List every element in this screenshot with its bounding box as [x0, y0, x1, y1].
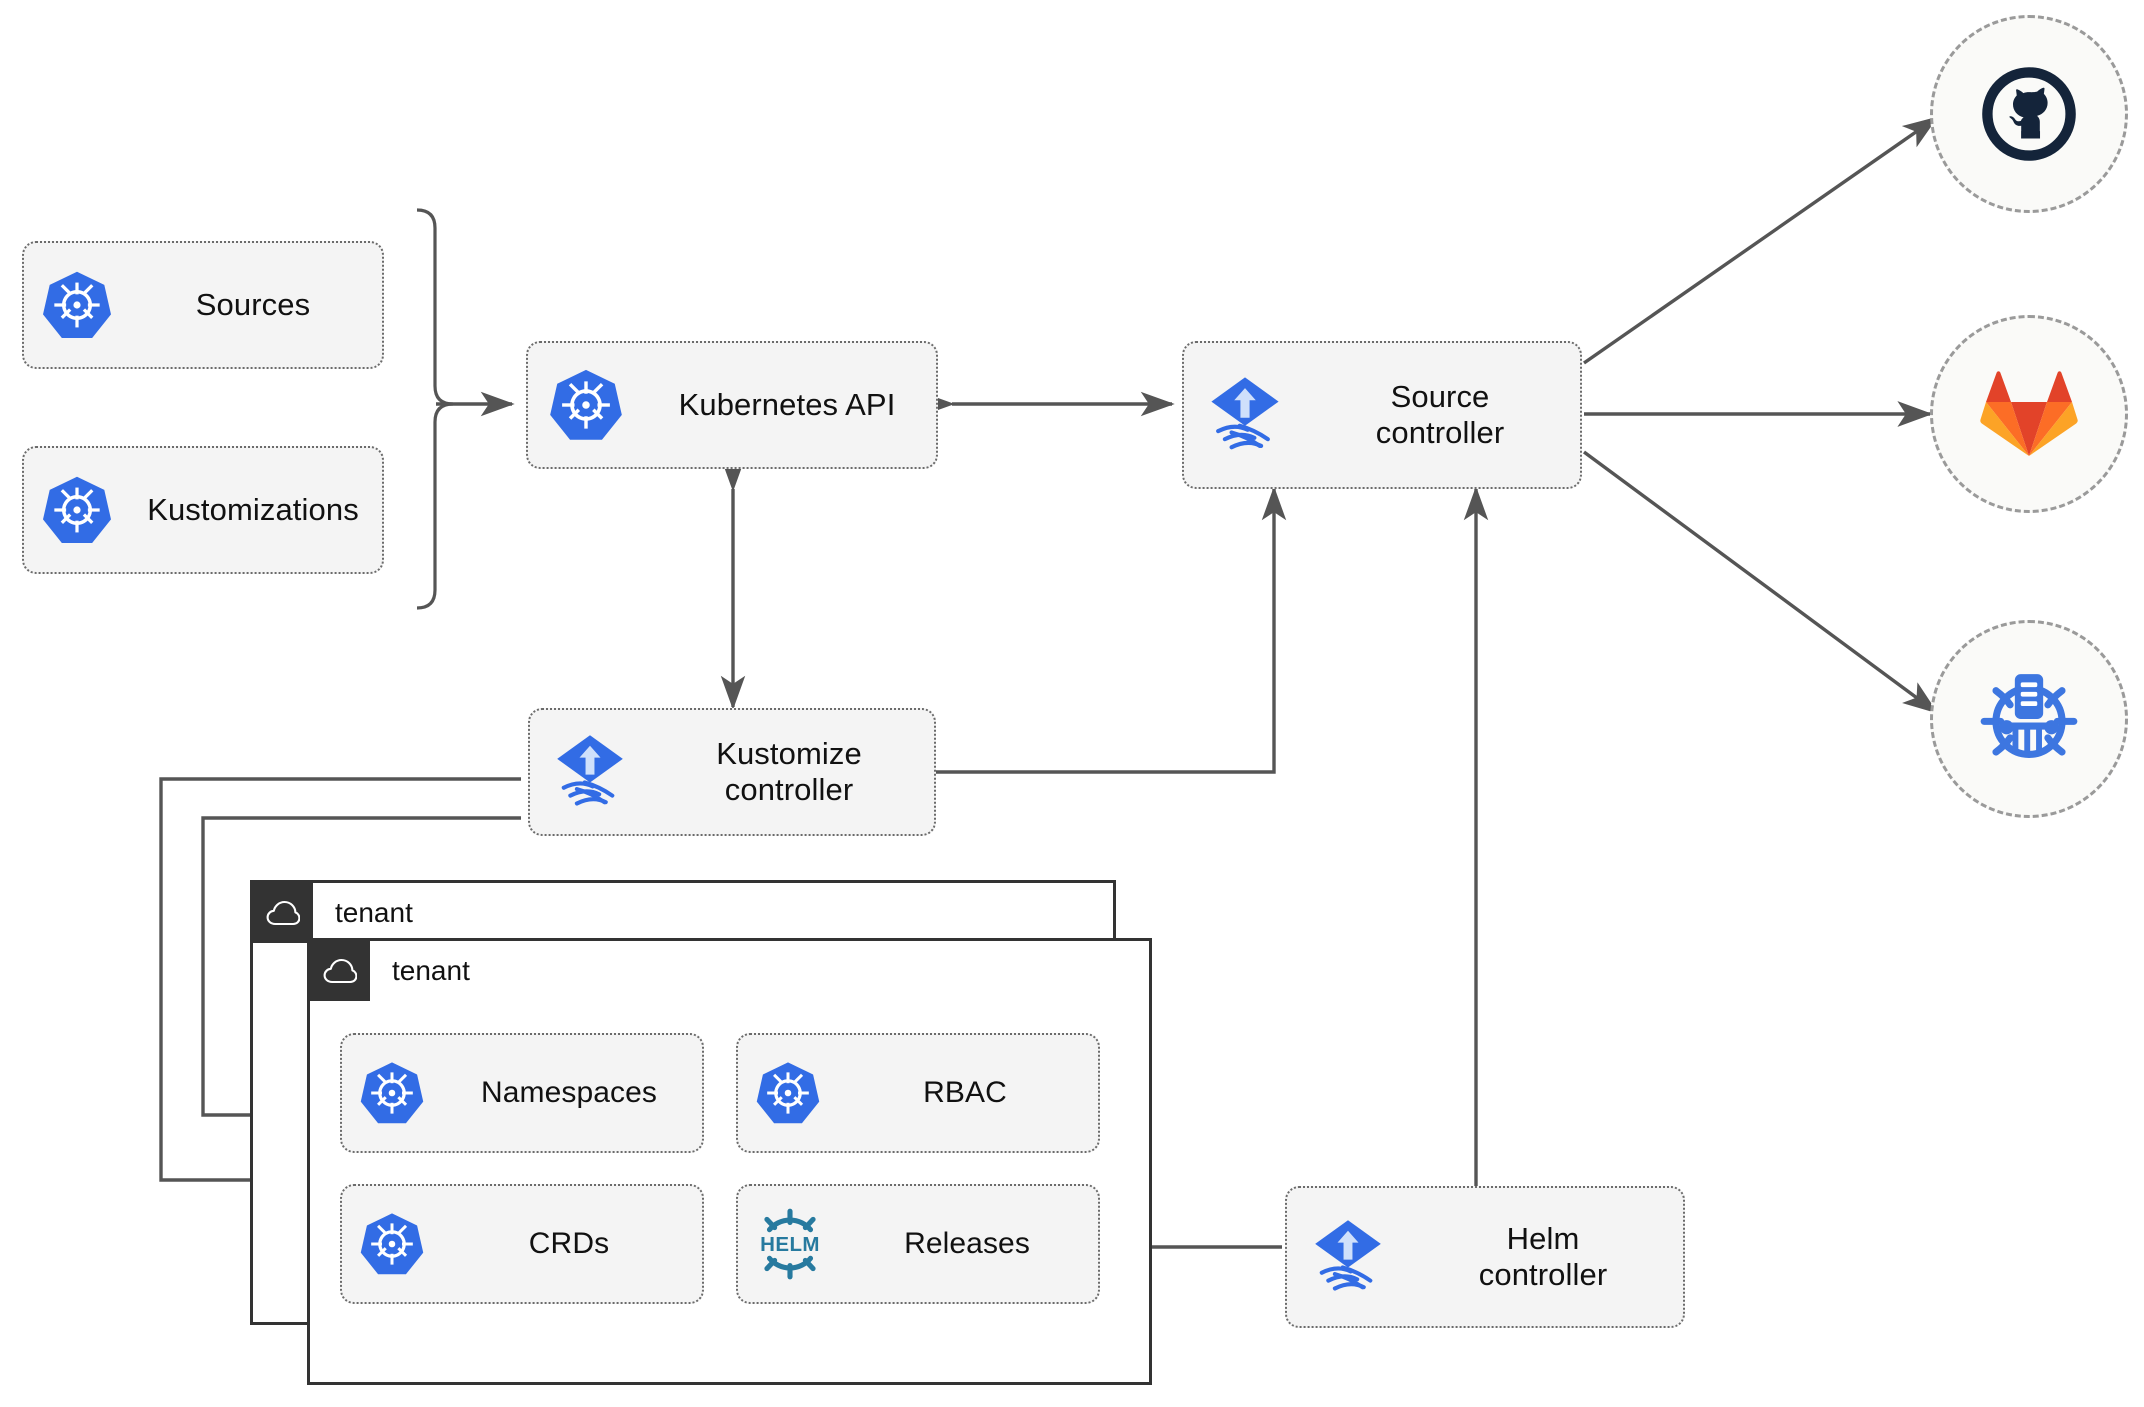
tenant-inner-header: tenant	[310, 941, 470, 1001]
node-namespaces-label: Namespaces	[480, 1075, 658, 1109]
tenant-inner-label: tenant	[392, 955, 470, 986]
node-sources-label: Sources	[195, 287, 311, 323]
provider-helm-repository[interactable]	[1930, 620, 2128, 818]
edge-kustomize-tenant-outer	[159, 777, 521, 1193]
kubernetes-icon	[342, 1059, 442, 1127]
cloud-icon	[253, 883, 313, 943]
node-releases[interactable]: HELM Releases	[736, 1184, 1100, 1304]
helm-repository-icon	[1980, 674, 2078, 758]
kubernetes-icon	[738, 1059, 838, 1127]
gitlab-icon	[1980, 371, 2078, 456]
node-source-controller[interactable]: Source controller	[1182, 341, 1582, 489]
node-kustomizations[interactable]: Kustomizations	[22, 446, 384, 574]
node-kustomize-controller-label: Kustomize controller	[716, 736, 862, 807]
provider-gitlab[interactable]	[1930, 315, 2128, 513]
tenant-outer-header: tenant	[253, 883, 413, 943]
kubernetes-icon	[528, 366, 644, 444]
tenant-outer-label: tenant	[335, 897, 413, 928]
kubernetes-icon	[24, 268, 130, 342]
node-kubernetes-api-label: Kubernetes API	[678, 387, 896, 423]
node-kustomize-controller[interactable]: Kustomize controller	[528, 708, 936, 836]
node-helm-controller-label: Helm controller	[1478, 1221, 1608, 1292]
edge-bracket	[416, 208, 454, 610]
node-source-controller-label: Source controller	[1375, 379, 1505, 450]
provider-github[interactable]	[1930, 15, 2128, 213]
node-sources[interactable]: Sources	[22, 241, 384, 369]
kubernetes-icon	[342, 1210, 442, 1278]
flux-icon	[1287, 1215, 1409, 1299]
helm-icon: HELM	[738, 1205, 842, 1283]
flux-icon	[530, 730, 650, 814]
node-kubernetes-api[interactable]: Kubernetes API	[526, 341, 938, 469]
node-namespaces[interactable]: Namespaces	[340, 1033, 704, 1153]
node-crds[interactable]: CRDs	[340, 1184, 704, 1304]
edge-source-github	[1583, 116, 1939, 365]
kubernetes-icon	[24, 473, 130, 547]
node-rbac[interactable]: RBAC	[736, 1033, 1100, 1153]
node-kustomizations-label: Kustomizations	[147, 492, 359, 528]
node-rbac-label: RBAC	[923, 1075, 1007, 1109]
edge-kustomize-source	[936, 486, 1287, 774]
edge-source-helmrepo	[1582, 450, 1939, 714]
cloud-icon	[310, 941, 370, 1001]
flux-icon	[1184, 372, 1306, 458]
node-releases-label: Releases	[904, 1226, 1030, 1260]
tenant-box-inner: tenant	[307, 938, 1152, 1385]
github-icon	[1982, 67, 2076, 161]
node-crds-label: CRDs	[528, 1226, 610, 1260]
svg-text:HELM: HELM	[760, 1233, 820, 1256]
node-helm-controller[interactable]: Helm controller	[1285, 1186, 1685, 1328]
